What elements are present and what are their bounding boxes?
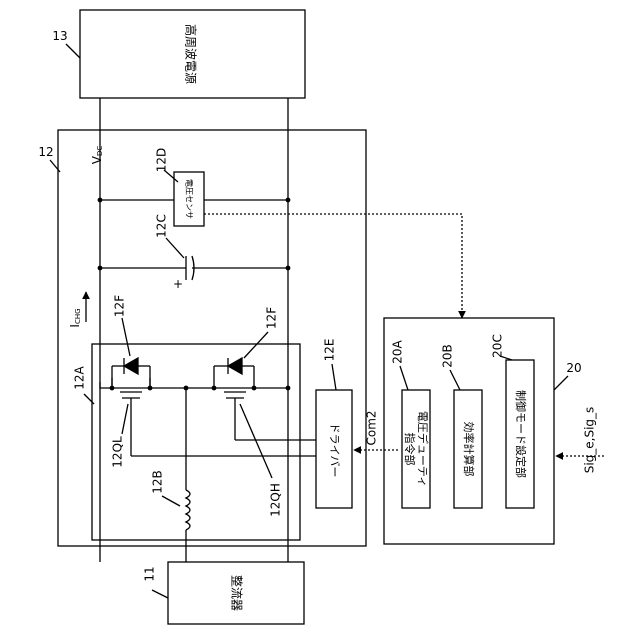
rectifier-label: 整流器 (230, 575, 245, 611)
node-low-right (148, 386, 153, 391)
efficiency-ref: 20B (441, 344, 455, 368)
node-high-right (252, 386, 257, 391)
efficiency-leader (450, 370, 460, 390)
node-sensor-left (98, 198, 103, 203)
hf-power-leader (66, 44, 80, 58)
vdc-label: VDC (90, 146, 105, 165)
high-diode-symbol (228, 358, 242, 374)
low-diode-leader (122, 318, 130, 356)
controller-ref: 20 (566, 361, 581, 375)
control-mode-label: 制御モード設定部 (514, 390, 528, 478)
inductor-ref: 12B (151, 470, 165, 494)
low-diode-ref: 12F (113, 295, 127, 317)
driver-ref: 12E (323, 339, 337, 362)
hf-power-label: 高周波電源 (184, 24, 199, 84)
driver-leader (332, 364, 336, 390)
node-high-rail (286, 386, 291, 391)
high-switch-ref: 12QH (269, 483, 283, 517)
control-mode-ref: 20C (491, 334, 505, 358)
hf-power-ref: 13 (52, 29, 67, 43)
controller-leader (554, 376, 568, 390)
driver-label: ドライバー (328, 423, 341, 478)
high-diode-leader (244, 332, 268, 358)
converter-box (58, 130, 366, 546)
voltage-duty-ref: 20A (391, 339, 405, 363)
low-switch-ref: 12QL (111, 436, 125, 468)
rectifier-leader (152, 590, 168, 598)
sig-inputs-label: Sig_e,Sig_s (583, 407, 597, 474)
com2-label: Com2 (365, 410, 379, 445)
ichg-label: ICHG (68, 308, 83, 327)
node-cap-left (98, 266, 103, 271)
capacitor-ref: 12C (155, 214, 169, 238)
capacitor-leader (166, 238, 184, 258)
low-switch-leader (122, 404, 128, 434)
voltage-sensor-label: 電圧センサ (185, 179, 194, 219)
voltage-duty-label: 電圧デューティ指令部 (403, 411, 430, 487)
node-sensor-right (286, 198, 291, 203)
efficiency-label: 効率計算部 (462, 422, 476, 477)
voltage-sensor-ref: 12D (155, 148, 169, 173)
inductor-coil (186, 490, 190, 530)
sensor-signal-line (204, 214, 462, 318)
switch-block-ref: 12A (73, 365, 87, 389)
rectifier-ref: 11 (143, 566, 157, 581)
capacitor-plus: + (173, 277, 183, 291)
high-switch-leader (240, 404, 272, 478)
node-low-left (110, 386, 115, 391)
node-cap-right (286, 266, 291, 271)
inductor-leader (162, 496, 180, 506)
node-high-left (212, 386, 217, 391)
converter-ref: 12 (38, 145, 53, 159)
high-diode-ref: 12F (265, 307, 279, 329)
voltage-duty-leader (400, 366, 408, 390)
low-diode-symbol (124, 358, 138, 374)
